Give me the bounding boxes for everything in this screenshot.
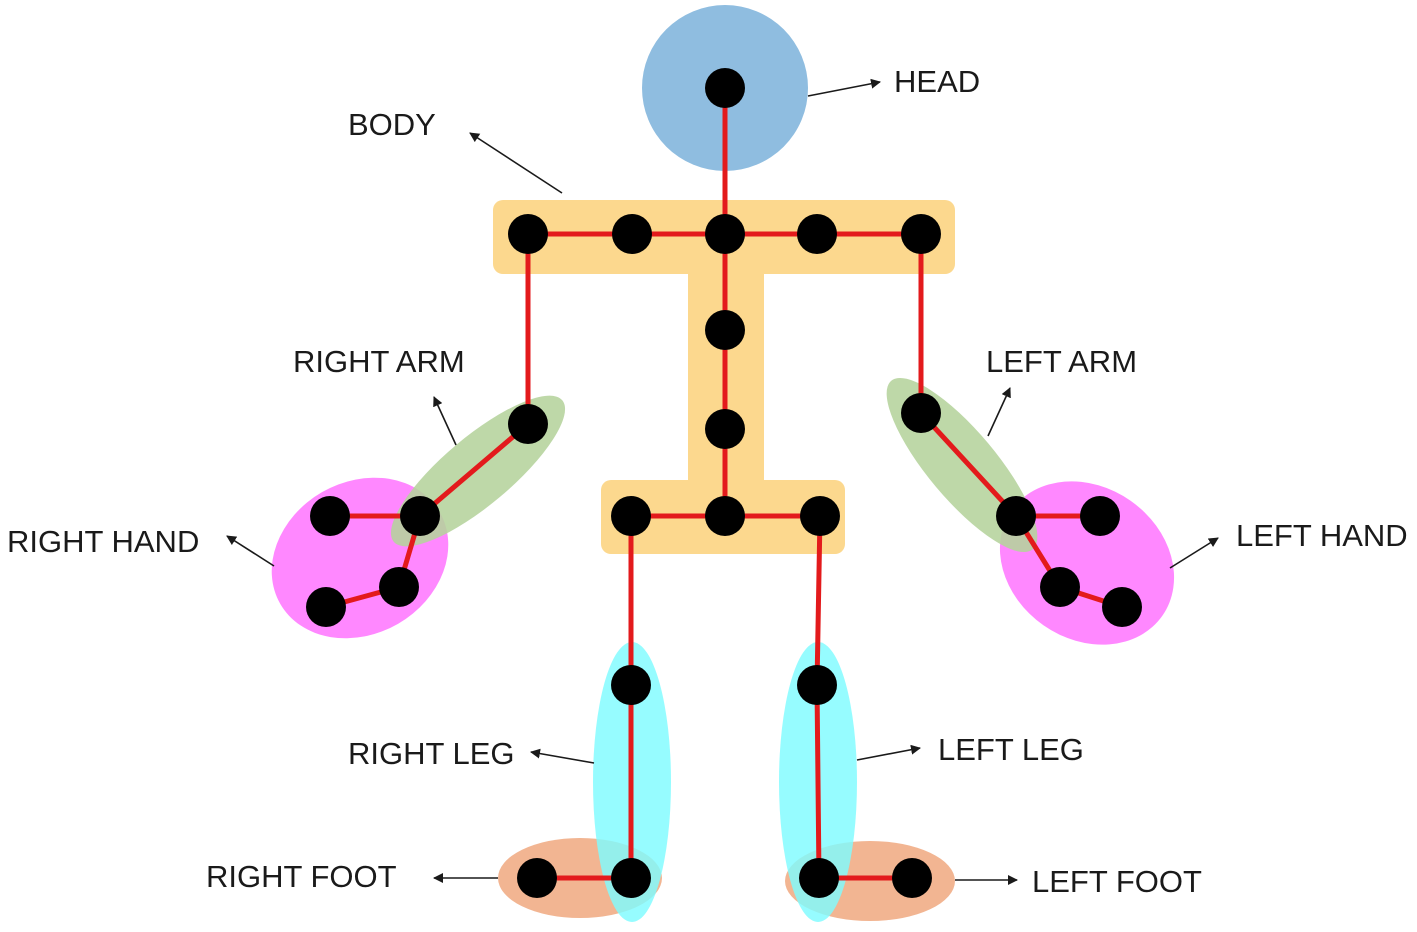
arrow-right-hand <box>226 535 275 567</box>
label-right-arm: RIGHT ARM <box>293 344 465 379</box>
joint-pelvis <box>705 496 745 536</box>
bone-right-leg <box>534 513 634 881</box>
label-left-leg: LEFT LEG <box>938 732 1084 767</box>
joint-right-wrist <box>400 496 440 536</box>
joint-spine-upper <box>705 310 745 350</box>
joint-left-fingertip <box>1102 587 1142 627</box>
arrow-right-leg <box>530 748 595 764</box>
arrow-right-arm <box>433 396 457 446</box>
joint-left-thumb <box>1080 496 1120 536</box>
label-right-hand: RIGHT HAND <box>7 524 199 559</box>
joint-right-elbow <box>508 404 548 444</box>
joint-spine-lower <box>705 409 745 449</box>
joint-right-toe <box>517 858 557 898</box>
joint-right-knee <box>611 665 651 705</box>
arrow-body <box>469 132 563 194</box>
joint-left-elbow <box>901 393 941 433</box>
joint-left-hip <box>800 496 840 536</box>
joint-right-thumb <box>310 496 350 536</box>
joint-left-wrist <box>996 496 1036 536</box>
joint-left-knee <box>797 665 837 705</box>
joint-left-ankle <box>799 858 839 898</box>
joints <box>306 68 1142 898</box>
labels: HEAD BODY RIGHT ARM LEFT ARM RIGHT HAND … <box>7 64 1408 899</box>
arrow-left-leg <box>856 744 921 761</box>
joint-right-shoulder <box>508 214 548 254</box>
joint-left-shoulder <box>901 214 941 254</box>
arrow-left-hand <box>1169 537 1219 569</box>
label-left-foot: LEFT FOOT <box>1032 864 1202 899</box>
joint-right-collar <box>612 214 652 254</box>
joint-right-hand <box>379 567 419 607</box>
label-left-arm: LEFT ARM <box>986 344 1137 379</box>
joint-neck <box>705 214 745 254</box>
arrow-head <box>807 78 881 97</box>
joint-left-collar <box>797 214 837 254</box>
label-body: BODY <box>348 107 436 142</box>
callout-arrows <box>226 78 1219 885</box>
label-right-foot: RIGHT FOOT <box>206 859 397 894</box>
joint-right-ankle <box>611 858 651 898</box>
label-left-hand: LEFT HAND <box>1236 518 1408 553</box>
arrow-left-arm <box>987 387 1011 437</box>
right-arm-region <box>390 395 566 547</box>
label-right-leg: RIGHT LEG <box>348 736 515 771</box>
joint-right-fingertip <box>306 587 346 627</box>
joint-right-hip <box>611 496 651 536</box>
bone-left-leg <box>814 513 915 881</box>
joint-left-hand <box>1040 567 1080 607</box>
joint-left-toe <box>892 858 932 898</box>
joint-head <box>705 68 745 108</box>
label-head: HEAD <box>894 64 980 99</box>
